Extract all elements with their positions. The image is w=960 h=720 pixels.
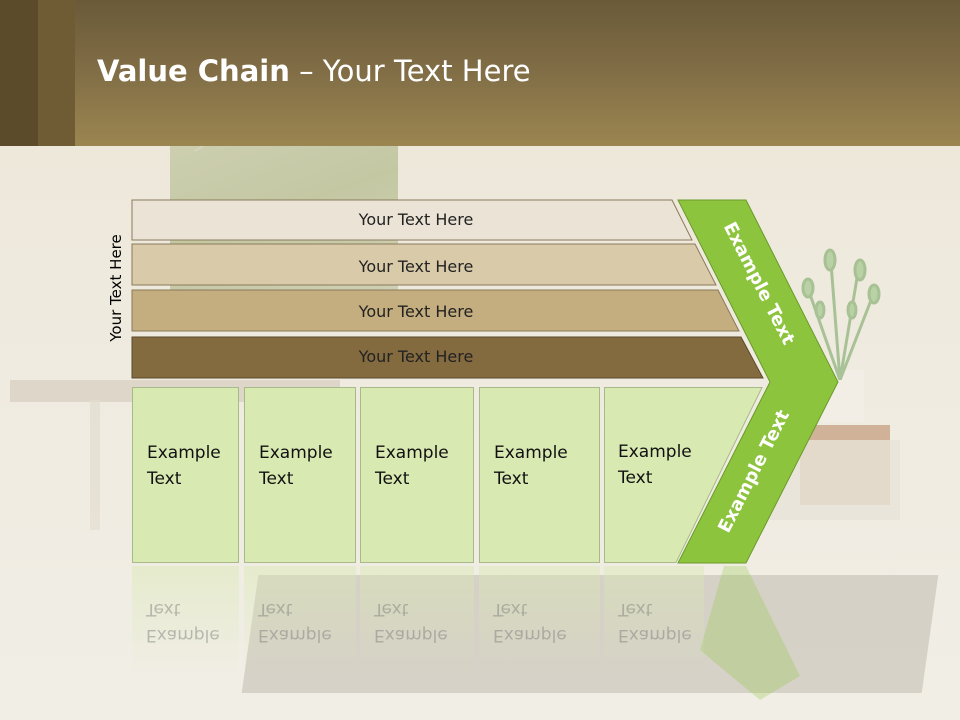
column-5-reflection-line1: Example xyxy=(618,625,692,645)
value-chain-arrow xyxy=(677,199,839,564)
column-4-reflection: Example Text xyxy=(479,566,600,676)
column-5-line2: Text xyxy=(618,468,653,488)
column-4-reflection-line2: Text xyxy=(493,599,528,619)
column-4-reflection-line1: Example xyxy=(493,625,567,645)
column-3-reflection-line2: Text xyxy=(374,599,409,619)
background-table-leg xyxy=(90,400,100,530)
column-3-line2: Text xyxy=(375,469,410,489)
column-2-reflection-text: Example Text xyxy=(258,596,348,648)
column-3-line1: Example xyxy=(375,443,449,463)
column-4-line1: Example xyxy=(494,443,568,463)
column-2-reflection-line2: Text xyxy=(258,599,293,619)
bar-4-label: Your Text Here xyxy=(358,347,474,366)
column-1-line2: Text xyxy=(147,469,182,489)
bar-3 xyxy=(131,289,740,332)
column-4-reflection-text: Example Text xyxy=(493,596,583,648)
column-1-reflection-text: Example Text xyxy=(146,596,236,648)
column-2-reflection: Example Text xyxy=(244,566,356,676)
column-3-reflection-text: Example Text xyxy=(374,596,464,648)
header-accent-strip-2 xyxy=(38,0,75,146)
slide-title-rest: – Your Text Here xyxy=(289,54,531,88)
column-5-reflection-text: Example Text xyxy=(618,596,708,648)
column-2-reflection-line1: Example xyxy=(258,625,332,645)
bar-1 xyxy=(131,199,693,241)
column-1-reflection: Example Text xyxy=(132,566,239,676)
slide-title: Value Chain – Your Text Here xyxy=(97,54,531,88)
header-accent-strip xyxy=(0,0,38,146)
column-4-line2: Text xyxy=(494,469,529,489)
background-plant xyxy=(801,248,881,380)
column-1-line1: Example xyxy=(147,443,221,463)
bar-1-label: Your Text Here xyxy=(358,210,474,229)
column-3-reflection: Example Text xyxy=(360,566,474,676)
bar-2-label: Your Text Here xyxy=(358,257,474,276)
column-5-shape xyxy=(604,387,763,563)
column-3-reflection-line1: Example xyxy=(374,625,448,645)
bar-4 xyxy=(131,336,764,379)
column-2-line2: Text xyxy=(259,469,294,489)
column-1-reflection-line1: Example xyxy=(146,625,220,645)
column-5-reflection: Example Text xyxy=(604,566,704,676)
slide-title-bold: Value Chain xyxy=(97,54,290,88)
header-bar: Value Chain – Your Text Here xyxy=(0,0,960,146)
column-2-line1: Example xyxy=(259,443,333,463)
column-1-reflection-line2: Text xyxy=(146,599,181,619)
column-5-reflection-line2: Text xyxy=(618,599,653,619)
bar-3-label: Your Text Here xyxy=(358,302,474,321)
arrow-reflection xyxy=(678,566,800,700)
column-5-line1: Example xyxy=(618,442,692,462)
bar-2 xyxy=(131,243,717,286)
